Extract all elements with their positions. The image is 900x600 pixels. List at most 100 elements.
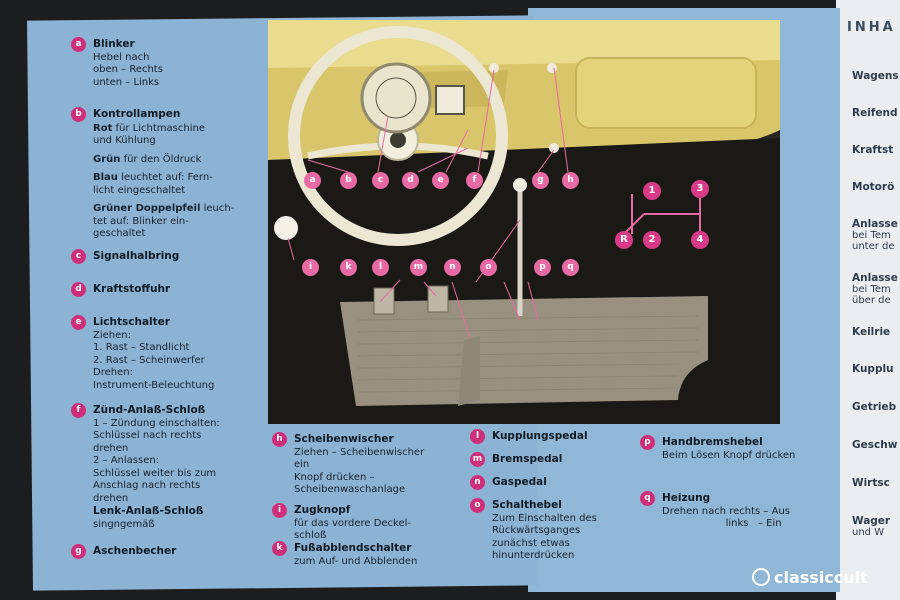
photo-marker-m: m (410, 259, 427, 276)
legend-item-q: q Heizung Drehen nach rechts – Aus links… (640, 491, 790, 531)
legend-title-c: Signalhalbring (93, 250, 180, 262)
photo-marker-a: a (304, 172, 321, 189)
kontroll-blau: Blau leuchtet auf: Fern- licht eingescha… (93, 172, 213, 196)
legend-desc-q: Drehen nach rechts – Aus links – Ein (662, 505, 790, 530)
legend-title-l: Kupplungspedal (492, 430, 588, 442)
legend-title-h: Scheibenwischer (294, 433, 394, 445)
toc-item: Wirtsc (852, 477, 890, 489)
legend-title-f: Zünd-Anlaß-Schloß (93, 404, 206, 416)
photo-marker-g: g (532, 172, 549, 189)
legend-desc-a: Hebel nach oben – Rechts unten – Links (93, 51, 163, 88)
kontroll-rot: Rot für Lichtmaschine und Kühlung (93, 122, 205, 147)
toc-item: Motorö (852, 181, 895, 193)
badge-p: p (640, 435, 655, 450)
photo-marker-e: e (432, 172, 449, 189)
legend-desc-p: Beim Lösen Knopf drücken (662, 449, 796, 461)
badge-a: a (71, 37, 86, 52)
toc-item: Kupplu (852, 363, 894, 375)
legend-title-m: Bremspedal (492, 453, 563, 465)
photo-marker-p: p (534, 259, 551, 276)
legend-item-e: e Lichtschalter Ziehen: 1. Rast – Standl… (71, 315, 215, 392)
badge-c: c (71, 249, 86, 264)
legend-item-d: d Kraftstoffuhr (71, 282, 171, 297)
badge-q: q (640, 491, 655, 506)
toc-item: Wagens (852, 70, 899, 82)
legend-item-b: b Kontrollampen Rot für Lichtmaschine un… (71, 107, 263, 241)
logo-ring-icon (752, 568, 770, 586)
badge-i: i (272, 503, 287, 518)
toc-item: Keilrie (852, 326, 891, 338)
legend-item-h: h Scheibenwischer Ziehen – Scheibenwisch… (272, 432, 425, 497)
legend-item-l: l Kupplungspedal (470, 429, 588, 444)
toc-item: Reifend (852, 107, 898, 119)
photo-marker-l: l (372, 259, 389, 276)
legend-title-b: Kontrollampen (93, 108, 181, 120)
photo-marker-q: q (562, 259, 579, 276)
badge-b: b (71, 107, 86, 122)
photo-marker-f: f (466, 172, 483, 189)
badge-e: e (71, 315, 86, 330)
gear-r: R (615, 231, 633, 249)
photo-marker-c: c (372, 172, 389, 189)
photo-marker-n: n (444, 259, 461, 276)
badge-f: f (71, 403, 86, 418)
photo-marker-b: b (340, 172, 357, 189)
legend-item-g: g Aschenbecher (71, 544, 177, 559)
badge-l: l (470, 429, 485, 444)
gear-1: 1 (643, 182, 661, 200)
badge-k: k (272, 541, 287, 556)
legend-desc-o: Zum Einschalten des Rückwärtsganges zunä… (492, 512, 597, 562)
legend-title-k: Fußabblendschalter (294, 542, 412, 554)
legend-title-p: Handbremshebel (662, 436, 763, 448)
legend-item-c: c Signalhalbring (71, 249, 180, 264)
photo-marker-d: d (402, 172, 419, 189)
dashboard-illustration (268, 20, 780, 424)
toc-item: Geschw (852, 439, 898, 451)
legend-item-n: n Gaspedal (470, 475, 547, 490)
legend-desc-i: für das vordere Deckel- schloß (294, 517, 412, 542)
photo-marker-o: o (480, 259, 497, 276)
kontroll-doppelpfeil: Grüner Doppelpfeil leuch- tet auf: Blink… (93, 203, 235, 239)
legend-title-d: Kraftstoffuhr (93, 283, 171, 295)
badge-o: o (470, 498, 485, 513)
next-page (836, 0, 900, 600)
legend-title-i: Zugknopf (294, 504, 351, 516)
legend-title-o: Schalthebel (492, 499, 562, 511)
badge-h: h (272, 432, 287, 447)
legend-item-f: f Zünd-Anlaß-Schloß 1 – Zündung einschal… (71, 403, 220, 531)
badge-m: m (470, 452, 485, 467)
legend-title-q: Heizung (662, 492, 711, 504)
lenk-title: Lenk-Anlaß-Schloß (93, 505, 204, 517)
kontroll-gruen: Grün für den Öldruck (93, 153, 202, 165)
badge-d: d (71, 282, 86, 297)
photo-marker-h: h (562, 172, 579, 189)
legend-desc-f: 1 – Zündung einschalten: Schlüssel nach … (93, 417, 220, 504)
legend-title-e: Lichtschalter (93, 316, 170, 328)
toc-item: Getrieb (852, 401, 897, 413)
legend-item-o: o Schalthebel Zum Einschalten des Rückwä… (470, 498, 597, 563)
toc-item: Kraftst (852, 144, 894, 156)
photo-marker-i: i (302, 259, 319, 276)
gear-3: 3 (691, 180, 709, 198)
badge-g: g (71, 544, 86, 559)
gear-4: 4 (691, 231, 709, 249)
badge-n: n (470, 475, 485, 490)
legend-item-p: p Handbremshebel Beim Lösen Knopf drücke… (640, 435, 796, 462)
legend-desc-h: Ziehen – Scheibenwischer ein Knopf drück… (294, 446, 425, 496)
legend-title-a: Blinker (93, 38, 135, 50)
watermark-logo: classiccult (752, 568, 868, 587)
lenk-desc: singngemäß (93, 518, 155, 530)
gear-2: 2 (643, 231, 661, 249)
dashboard-photo (268, 20, 780, 424)
legend-item-m: m Bremspedal (470, 452, 563, 467)
legend-title-g: Aschenbecher (93, 545, 177, 557)
legend-item-a: a Blinker Hebel nach oben – Rechts unten… (71, 37, 163, 89)
photo-marker-k: k (340, 259, 357, 276)
toc-title: INHA (847, 20, 896, 35)
legend-desc-k: zum Auf- und Abblenden (294, 555, 418, 567)
legend-title-n: Gaspedal (492, 476, 547, 488)
legend-desc-e: Ziehen: 1. Rast – Standlicht 2. Rast – S… (93, 329, 215, 391)
